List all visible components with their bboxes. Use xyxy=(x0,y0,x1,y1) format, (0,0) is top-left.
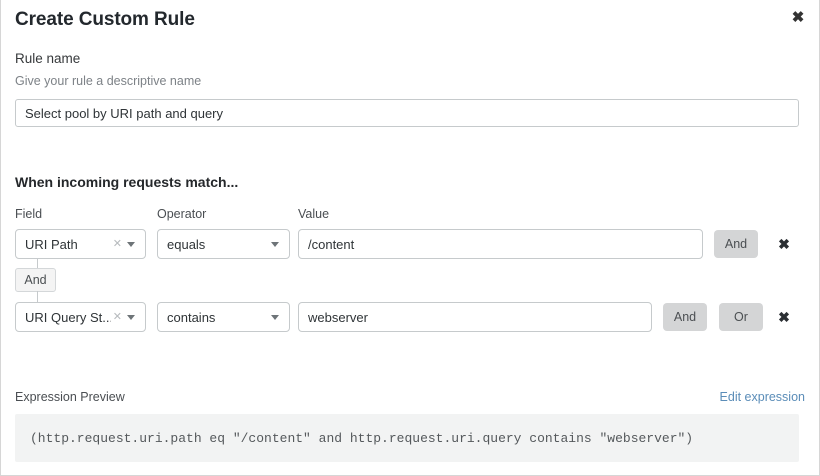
expression-preview-code: (http.request.uri.path eq "/content" and… xyxy=(15,414,799,462)
value-input-row-1[interactable] xyxy=(298,229,703,259)
and-button-row-2[interactable]: And xyxy=(663,303,707,331)
rule-name-input[interactable] xyxy=(15,99,799,127)
connector-line xyxy=(37,259,38,269)
operator-select-label: contains xyxy=(167,309,216,325)
join-operator-button[interactable]: And xyxy=(15,268,56,292)
and-button-row-1[interactable]: And xyxy=(714,230,758,258)
delete-row-2-icon[interactable]: ✖ xyxy=(778,309,790,325)
field-select-row-2[interactable]: URI Query St... ✕ xyxy=(15,302,146,332)
clear-x-icon[interactable]: ✕ xyxy=(112,310,122,323)
delete-row-1-icon[interactable]: ✖ xyxy=(778,236,790,252)
operator-select-label: equals xyxy=(167,236,206,252)
connector-line xyxy=(37,291,38,302)
field-select-row-1[interactable]: URI Path ✕ xyxy=(15,229,146,259)
field-select-label: URI Query St... xyxy=(25,309,111,325)
rule-name-label: Rule name xyxy=(15,51,81,66)
edit-expression-link[interactable]: Edit expression xyxy=(719,390,805,404)
column-header-value: Value xyxy=(298,207,330,221)
chevron-down-icon xyxy=(127,314,135,320)
page-title: Create Custom Rule xyxy=(15,9,195,30)
clear-x-icon[interactable]: ✕ xyxy=(112,237,122,250)
match-section-heading: When incoming requests match... xyxy=(15,174,239,190)
value-input-row-2[interactable] xyxy=(298,302,652,332)
chevron-down-icon xyxy=(127,241,135,247)
close-icon[interactable]: ✖ xyxy=(791,8,805,26)
rule-name-help-text: Give your rule a descriptive name xyxy=(15,74,202,88)
operator-select-row-2[interactable]: contains xyxy=(157,302,290,332)
column-header-operator: Operator xyxy=(157,207,207,221)
column-header-field: Field xyxy=(15,207,43,221)
operator-select-row-1[interactable]: equals xyxy=(157,229,290,259)
chevron-down-icon xyxy=(271,314,279,320)
or-button-row-2[interactable]: Or xyxy=(719,303,763,331)
expression-preview-label: Expression Preview xyxy=(15,390,125,404)
chevron-down-icon xyxy=(271,241,279,247)
field-select-label: URI Path xyxy=(25,236,78,252)
